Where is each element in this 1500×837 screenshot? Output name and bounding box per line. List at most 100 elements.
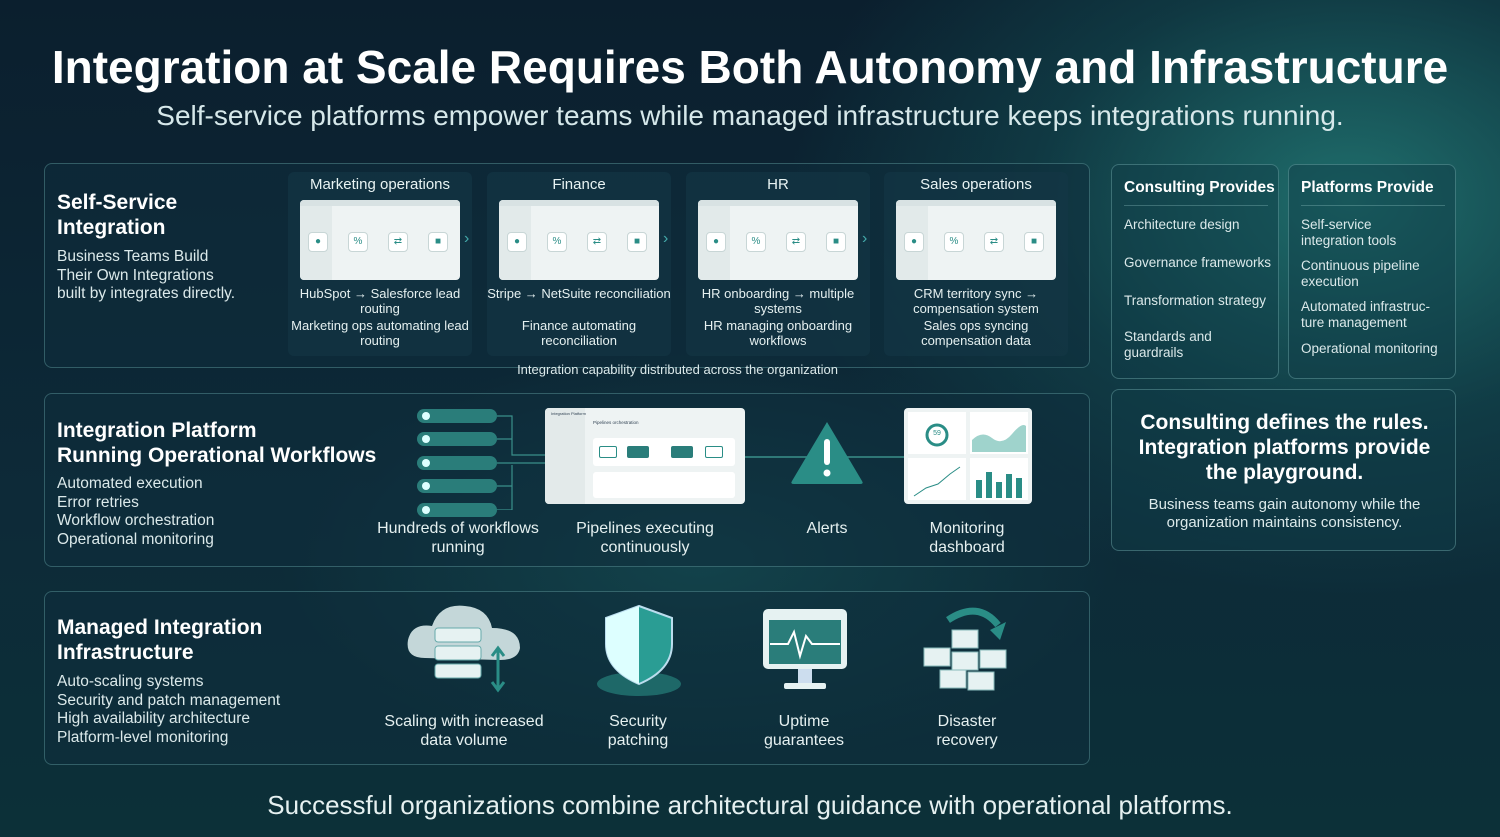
platforms-item: Operational monitoring	[1301, 341, 1438, 356]
card-caption: Stripe → NetSuite reconciliation	[487, 286, 671, 301]
platforms-heading: Platforms Provide	[1301, 179, 1434, 196]
divider	[1124, 205, 1268, 206]
heading-line: Infrastructure	[57, 641, 194, 664]
mock-title: Integration Platform	[551, 411, 586, 416]
card-subcaption: Marketing ops automating lead routing	[291, 318, 469, 348]
line-chart-icon	[913, 466, 961, 497]
transform-icon: %	[746, 232, 766, 252]
source-app-icon: ●	[507, 232, 527, 252]
card-caption: HubSpot → Salesforce lead routing	[299, 286, 461, 316]
self-service-description: Business Teams Build Their Own Integrati…	[57, 248, 235, 304]
infrastructure-panel: Managed Integration Infrastructure Auto-…	[44, 591, 1090, 765]
target-app-icon: ■	[1024, 232, 1044, 252]
mapping-icon: ⇄	[587, 232, 607, 252]
footer-statement: Successful organizations combine archite…	[267, 790, 1233, 820]
card-caption: HR onboarding → multiple systems	[701, 286, 855, 316]
alerts-label: Alerts	[806, 520, 848, 537]
source-app-icon: ●	[904, 232, 924, 252]
flow-arrow-icon: ›	[663, 230, 669, 247]
area-chart-icon	[972, 425, 1026, 452]
shield-icon	[597, 604, 681, 696]
transform-icon: %	[348, 232, 368, 252]
consulting-item: Governance frameworks	[1124, 255, 1272, 270]
platforms-provide-box: Platforms Provide Self-service integrati…	[1288, 164, 1456, 379]
desc-line: Workflow orchestration	[57, 512, 215, 529]
desc-line: Operational monitoring	[57, 530, 214, 548]
mapping-icon: ⇄	[984, 232, 1004, 252]
desc-line: High availability architecture	[57, 710, 250, 727]
desc-line: Platform-level monitoring	[57, 728, 229, 746]
team-card: HR ● % ⇄ ■ HR onboarding → multiple syst…	[686, 172, 870, 356]
card-title: Marketing operations	[309, 176, 451, 193]
mapping-icon: ⇄	[786, 232, 806, 252]
gauge-value: 59	[933, 430, 941, 437]
platforms-item: Continuous pipeline execution	[1301, 258, 1420, 289]
page-subtitle: Self-service platforms empower teams whi…	[156, 100, 1344, 131]
consulting-heading: Consulting Provides	[1124, 179, 1275, 196]
alert-warning-icon	[791, 422, 863, 484]
card-title: Sales operations	[920, 176, 1032, 193]
integration-flow-mockup: ● % ⇄ ■	[499, 200, 659, 280]
cloud-server-icon	[407, 605, 520, 693]
mock-header: Pipelines orchestration	[593, 420, 639, 425]
connector-lines-icon	[497, 415, 545, 510]
desc-line: Error retries	[57, 493, 139, 511]
distribution-caption: Integration capability distributed acros…	[517, 362, 838, 377]
transform-icon: %	[944, 232, 964, 252]
team-card: Marketing operations ● % ⇄ ■ HubSpot → S…	[288, 172, 472, 356]
heading-line: Managed Integration	[57, 616, 263, 639]
pipeline-orchestration-mockup: Integration Platform Pipelines orchestra…	[545, 408, 745, 504]
consulting-item: Transformation strategy	[1124, 293, 1267, 308]
scaling-label: Scaling with increased data volume	[384, 713, 544, 749]
card-title: HR	[767, 176, 789, 193]
transform-icon: %	[547, 232, 567, 252]
target-app-icon: ■	[627, 232, 647, 252]
consulting-provides-box: Consulting Provides Architecture design …	[1111, 164, 1279, 379]
uptime-monitor-icon	[763, 609, 847, 689]
page-title: Integration at Scale Requires Both Auton…	[51, 41, 1449, 93]
desc-line: Auto-scaling systems	[57, 673, 204, 690]
consulting-item: Architecture design	[1124, 217, 1240, 232]
heading-line: Running Operational Workflows	[57, 444, 377, 467]
desc-line: built by integrates directly.	[57, 285, 236, 302]
callout-heading: Consulting defines the rules. Integratio…	[1138, 411, 1431, 484]
card-subcaption: HR managing onboarding workflows	[703, 318, 853, 348]
security-label: Security patching	[607, 713, 669, 749]
integration-flow-mockup: ● % ⇄ ■	[698, 200, 858, 280]
bar-chart-icon	[976, 472, 1022, 498]
integration-flow-mockup: ● % ⇄ ■	[300, 200, 460, 280]
divider	[1301, 205, 1445, 206]
platform-description: Automated execution Error retries Workfl…	[57, 475, 214, 549]
consulting-item: Standards and guardrails	[1124, 329, 1212, 360]
flow-arrow-icon: ›	[862, 230, 868, 247]
source-app-icon: ●	[706, 232, 726, 252]
disaster-recovery-icon	[923, 607, 1007, 691]
desc-line: Security and patch management	[57, 691, 281, 709]
desc-line: Business Teams Build	[57, 248, 209, 265]
recovery-label: Disaster recovery	[936, 713, 998, 749]
callout-body: Business teams gain autonomy while the o…	[1148, 496, 1421, 531]
team-card: Sales operations ● % ⇄ ■ CRM territory s…	[884, 172, 1068, 356]
self-service-heading: Self-Service Integration	[57, 191, 178, 239]
integration-flow-mockup: ● % ⇄ ■	[896, 200, 1056, 280]
source-app-icon: ●	[308, 232, 328, 252]
card-caption: CRM territory sync → compensation system	[913, 286, 1039, 316]
gauge-icon	[925, 423, 949, 447]
platforms-item: Self-service integration tools	[1301, 217, 1397, 248]
callout-box: Consulting defines the rules. Integratio…	[1111, 389, 1456, 551]
infrastructure-description: Auto-scaling systems Security and patch …	[57, 673, 280, 747]
infrastructure-heading: Managed Integration Infrastructure	[57, 615, 357, 665]
target-app-icon: ■	[826, 232, 846, 252]
workflows-label: Hundreds of workflows running	[377, 520, 539, 556]
platform-heading: Integration Platform Running Operational…	[57, 418, 397, 468]
card-subcaption: Finance automating reconciliation	[521, 318, 637, 348]
target-app-icon: ■	[428, 232, 448, 252]
platforms-item: Automated infrastruc-ture management	[1301, 299, 1431, 330]
uptime-label: Uptime guarantees	[763, 713, 845, 749]
card-subcaption: Sales ops syncing compensation data	[921, 318, 1031, 348]
monitoring-label: Monitoring dashboard	[929, 520, 1005, 556]
desc-line: Their Own Integrations	[57, 266, 214, 284]
heading-line: Integration Platform	[57, 419, 257, 442]
mapping-icon: ⇄	[388, 232, 408, 252]
card-title: Finance	[552, 176, 606, 193]
